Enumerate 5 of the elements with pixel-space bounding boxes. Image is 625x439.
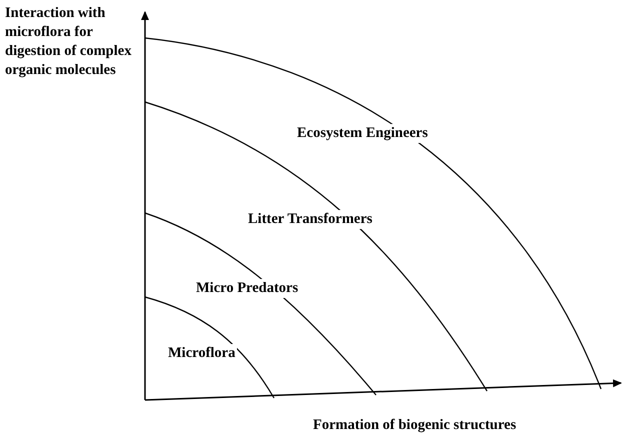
region-label: Ecosystem Engineers: [295, 124, 430, 143]
region-label: Litter Transformers: [246, 210, 374, 229]
region-label: Micro Predators: [194, 279, 300, 298]
axis-title: Interaction with microflora for digestion of complex organic molecules: [4, 4, 132, 80]
axis-title: Formation of biogenic structures: [311, 416, 518, 435]
